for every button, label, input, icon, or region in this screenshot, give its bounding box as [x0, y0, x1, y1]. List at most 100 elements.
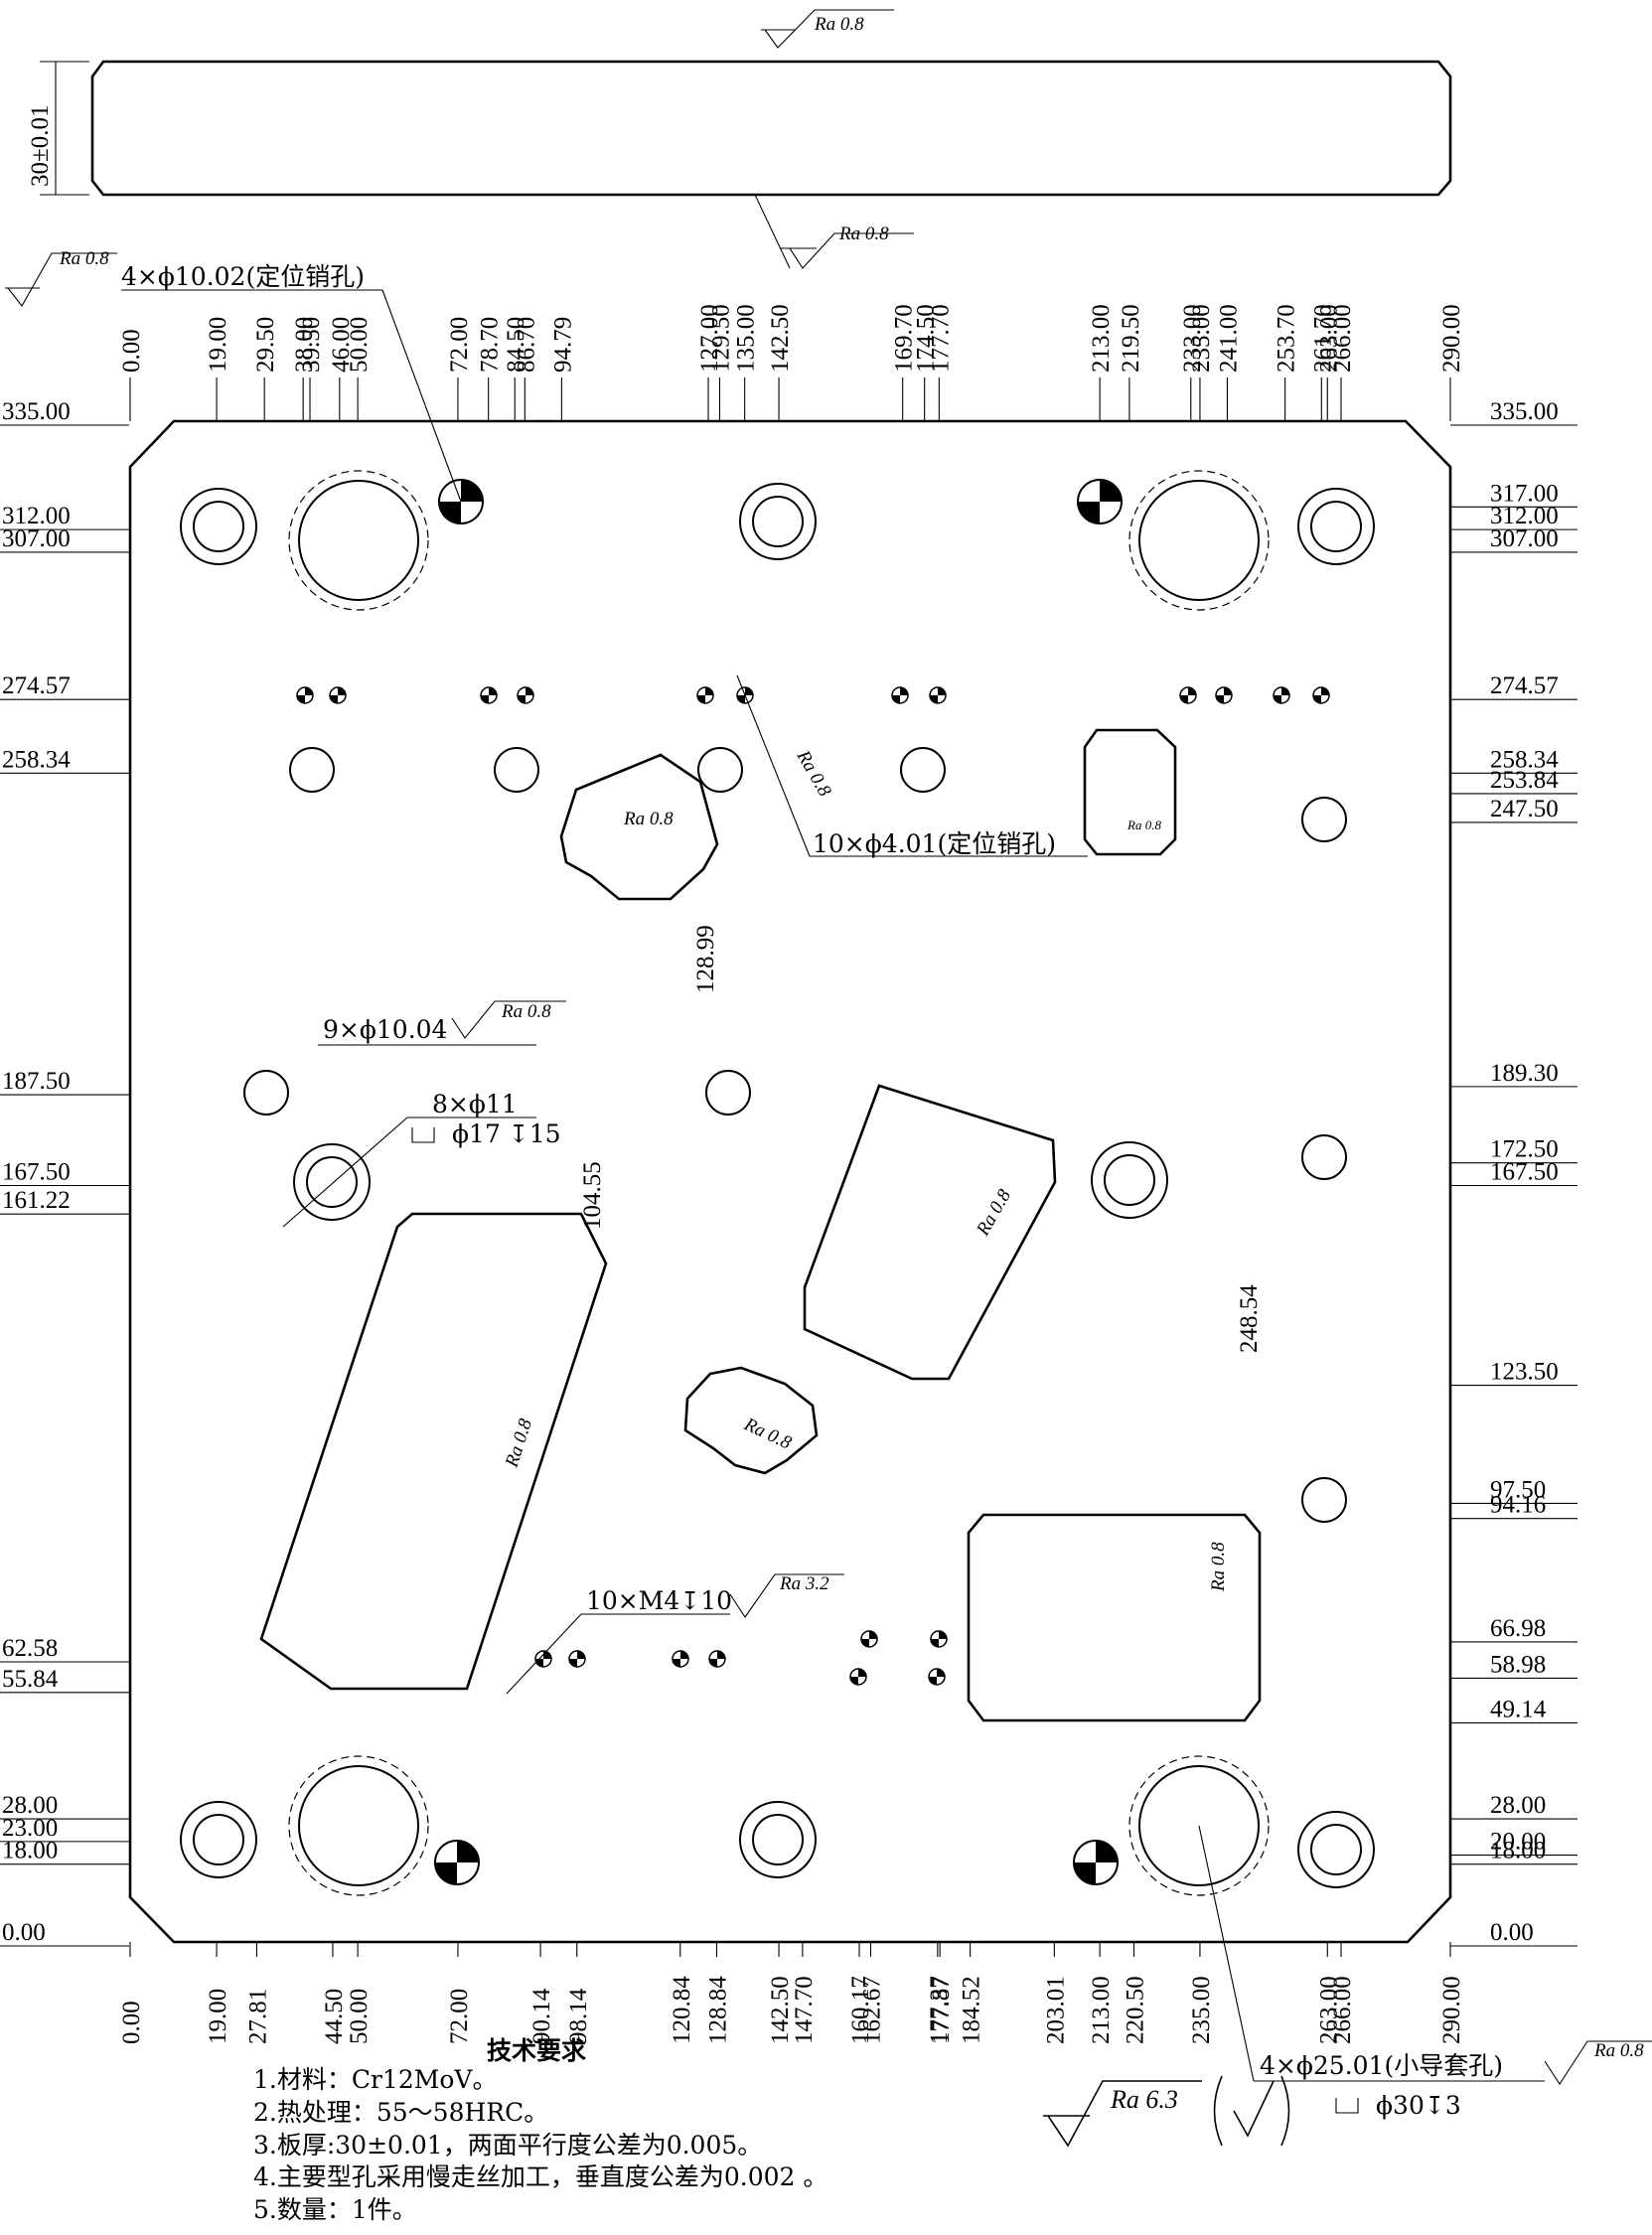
y-dim-left: 307.00 — [2, 525, 71, 552]
cavity-rect-lower-right — [967, 1513, 1262, 1722]
roughness-side-bottom: Ra 0.8 — [838, 224, 889, 244]
x-dim-bottom: 177.87 — [928, 1976, 955, 2044]
x-dim-top: 290.00 — [1438, 304, 1465, 372]
ra-cavity-upper-left: Ra 0.8 — [623, 809, 674, 829]
cavity-upper-left — [559, 753, 719, 901]
x-dim-bottom: 177.37 — [926, 1976, 953, 2044]
x-dim-bottom: 27.81 — [244, 1989, 271, 2044]
y-dim-left: 312.00 — [2, 503, 71, 529]
y-dim-right: 28.00 — [1490, 1792, 1546, 1819]
ra-tapped: Ra 3.2 — [779, 1573, 829, 1594]
y-dim-left: 0.00 — [2, 1919, 46, 1946]
ra-cavity-centre-right: Ra 0.8 — [973, 1186, 1016, 1241]
x-dim-top: 253.70 — [1274, 304, 1300, 372]
dowel-pin-symbols — [434, 479, 1123, 1885]
x-dim-top: 39.50 — [298, 317, 325, 372]
y-dim-right: 335.00 — [1490, 398, 1559, 425]
y-dim-right: 18.00 — [1490, 1838, 1546, 1864]
x-dim-top: 50.00 — [346, 317, 373, 372]
x-dim-top: 241.00 — [1215, 304, 1242, 372]
y-dim-left: 62.58 — [2, 1635, 58, 1662]
x-dim-bottom: 220.50 — [1122, 1976, 1148, 2044]
x-dim-top: 169.70 — [891, 304, 918, 372]
guide-bush-holes — [288, 470, 1270, 1896]
y-dim-right: 167.50 — [1490, 1159, 1559, 1186]
ra-holes-9: Ra 0.8 — [501, 1001, 551, 1022]
x-dim-top: 177.70 — [927, 304, 954, 372]
ra-cavity-large: Ra 0.8 — [501, 1416, 536, 1470]
x-dim-top: 174.50 — [913, 304, 940, 372]
x-dim-bottom: 142.50 — [767, 1976, 794, 2044]
x-dim-bottom: 290.00 — [1438, 1976, 1465, 2044]
cavity-openings — [259, 728, 1262, 1722]
y-dim-left: 167.50 — [2, 1159, 71, 1186]
callout-guide-bush: 4×ϕ25.01(小导套孔) — [1260, 2051, 1503, 2080]
callout-dowel-small: 10×ϕ4.01(定位销孔) — [813, 829, 1056, 858]
y-dim-right: 312.00 — [1490, 503, 1559, 529]
right-y-dimensions: 335.00317.00312.00307.00274.57258.34253.… — [1450, 398, 1577, 1947]
y-dim-right: 20.00 — [1490, 1829, 1546, 1856]
plate-outline — [128, 419, 1452, 1944]
x-dim-bottom: 44.50 — [321, 1989, 348, 2044]
y-dim-left: 335.00 — [2, 398, 71, 425]
y-dim-left: 23.00 — [2, 1815, 58, 1842]
y-dim-left: 258.34 — [2, 746, 71, 773]
x-dim-top: 94.79 — [549, 317, 576, 372]
general-roughness: Ra 6.3 — [1043, 2075, 1290, 2148]
y-dim-right: 49.14 — [1490, 1696, 1547, 1722]
y-dim-left: 55.84 — [2, 1666, 59, 1693]
callout-counterbore-8: ϕ17 ↧15 — [452, 1119, 561, 1148]
y-dim-right: 317.00 — [1490, 480, 1559, 507]
x-dim-bottom: 147.70 — [791, 1976, 818, 2044]
technical-requirements: 技术要求 1.材料：Cr12MoV。 2.热处理：55～58HRC。 3.板厚:… — [253, 2036, 827, 2224]
callout-holes-9: 9×ϕ10.04 — [323, 1015, 447, 1044]
x-dim-top: 72.00 — [446, 317, 473, 372]
tech-req-title: 技术要求 — [487, 2036, 586, 2065]
callout-holes-8: 8×ϕ11 — [432, 1090, 518, 1118]
x-dim-bottom: 50.00 — [346, 1989, 373, 2044]
inner-dim-104-55: 104.55 — [579, 1161, 606, 1230]
x-dim-top: 219.50 — [1118, 304, 1144, 372]
callout-dowel-big: 4×ϕ10.02(定位销孔) — [121, 262, 365, 291]
x-dim-top: 235.00 — [1188, 304, 1215, 372]
cavity-small-centre — [683, 1366, 819, 1475]
y-dim-left: 18.00 — [2, 1838, 58, 1864]
x-dim-bottom: 120.84 — [669, 1976, 695, 2044]
x-dim-top: 266.00 — [1329, 304, 1356, 372]
small-dowel-holes — [296, 686, 1330, 704]
ra-guide-bush: Ra 0.8 — [1593, 2040, 1644, 2061]
y-dim-right: 274.57 — [1490, 672, 1559, 699]
x-dim-top: 86.70 — [513, 317, 539, 372]
ra-callout-dowel-big: Ra 0.8 — [59, 248, 109, 269]
tapped-holes — [534, 1630, 948, 1686]
tech-req-item-2: 2.热处理：55～58HRC。 — [253, 2098, 548, 2127]
y-dim-right: 94.16 — [1490, 1492, 1546, 1519]
x-dim-top: 142.50 — [767, 304, 794, 372]
x-dim-bottom: 235.00 — [1188, 1976, 1215, 2044]
x-dim-top: 261.70 — [1309, 304, 1336, 372]
y-dim-right: 258.34 — [1490, 746, 1559, 773]
y-dim-right: 247.50 — [1490, 796, 1559, 822]
x-dim-top: 129.50 — [707, 304, 734, 372]
ra-cavity-small-right: Ra 0.8 — [1126, 818, 1161, 832]
x-dim-bottom: 203.01 — [1042, 1976, 1069, 2044]
x-dim-bottom: 90.14 — [528, 1988, 555, 2044]
callout-tapped: 10×M4↧10 — [586, 1586, 732, 1615]
inner-dim-128-99: 128.99 — [692, 925, 719, 993]
x-dim-bottom: 263.00 — [1315, 1976, 1342, 2044]
y-dim-right: 253.84 — [1490, 767, 1559, 794]
y-dim-right: 66.98 — [1490, 1615, 1546, 1642]
plain-holes — [243, 747, 1347, 1523]
x-dim-bottom: 98.14 — [565, 1988, 592, 2044]
tech-req-item-5: 5.数量：1件。 — [253, 2195, 417, 2224]
x-dim-bottom: 0.00 — [118, 2001, 145, 2044]
y-dim-right: 123.50 — [1490, 1359, 1559, 1386]
x-dim-top: 263.00 — [1315, 304, 1342, 372]
y-dim-right: 172.50 — [1490, 1136, 1559, 1163]
y-dim-left: 274.57 — [2, 672, 71, 699]
left-y-dimensions: 335.00312.00307.00274.57258.34187.50167.… — [0, 398, 129, 1947]
tech-req-item-4: 4.主要型孔采用慢走丝加工，垂直度公差为0.002 。 — [253, 2162, 827, 2191]
tech-req-item-3: 3.板厚:30±0.01，两面平行度公差为0.005。 — [253, 2131, 762, 2160]
